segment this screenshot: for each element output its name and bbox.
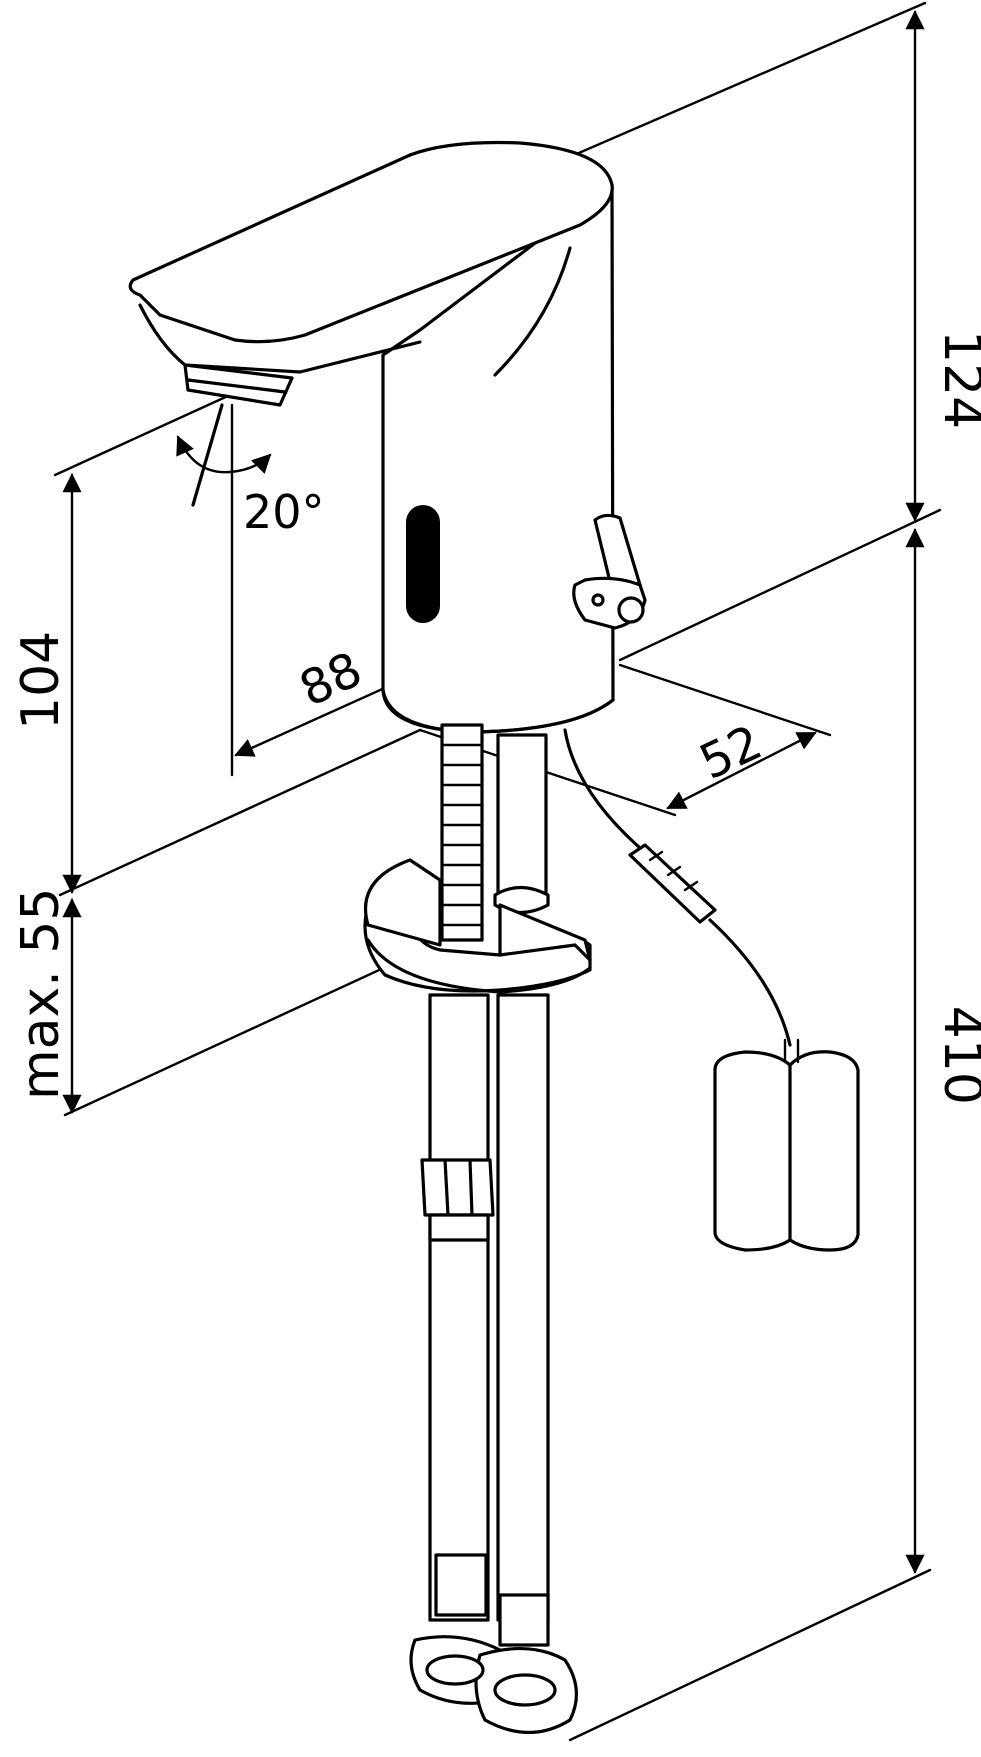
threaded-rod [440, 723, 484, 942]
dim-label-410: 410 [932, 1006, 981, 1105]
dim-label-max-55: max. 55 [11, 887, 71, 1100]
dim-label-88: 88 [291, 641, 370, 718]
faucet-body [128, 140, 615, 734]
dimension-lines [62, 10, 925, 1574]
supply-hoses [409, 733, 579, 1735]
mounting-plate [363, 858, 592, 994]
sensor-cable [563, 728, 792, 1047]
dim-label-104: 104 [11, 631, 71, 730]
dim-label-52: 52 [691, 714, 770, 791]
angle-line-20 [191, 403, 224, 507]
angle-arc-20 [176, 435, 272, 475]
dim-line-52 [666, 731, 817, 810]
extension-lines [53, 1, 942, 1742]
sensor-window [406, 505, 440, 623]
dim-label-124: 124 [932, 330, 981, 429]
dim-label-angle-20: 20° [243, 485, 325, 539]
battery-pack [713, 1038, 860, 1252]
temperature-lever [572, 513, 647, 630]
